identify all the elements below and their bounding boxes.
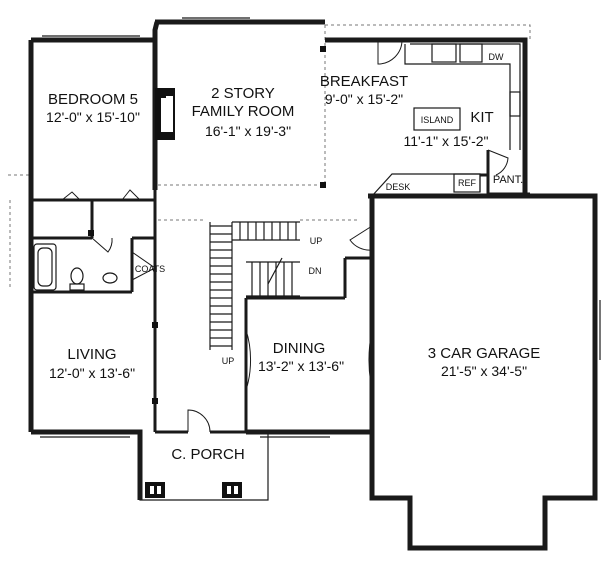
bedroom5-name: BEDROOM 5 [48,91,138,108]
stairs-down: DN [309,266,322,276]
garage-name: 3 CAR GARAGE [428,345,541,362]
family-name-line1: 2 STORY [211,85,275,102]
kitchen-dims: 11'-1" x 15'-2" [403,133,488,149]
doors [61,39,509,433]
island-counter [413,107,461,131]
dining-dims: 13'-2" x 13'-6" [258,358,344,374]
dishwasher-label: DW [489,52,504,62]
living-name: LIVING [67,346,116,363]
windows [40,17,601,438]
island-label: ISLAND [421,115,454,125]
porch-name: C. PORCH [171,446,244,463]
porch [139,432,269,501]
stairs-up-upper: UP [310,236,323,246]
bath-fixtures [33,243,118,291]
bedroom5-dims: 12'-0" x 15'-10" [46,109,140,125]
refrigerator-label: REF [458,178,477,188]
stairs-up-lower: UP [222,356,235,366]
stair-tread [267,257,283,285]
kitchen-name: KIT [470,109,493,126]
living-dims: 12'-0" x 13'-6" [49,365,135,381]
coats-label: COATS [135,264,165,274]
breakfast-dims: 9'-0" x 15'-2" [325,91,403,107]
garage-dims: 21'-5" x 34'-5" [441,363,527,379]
fireplace [155,88,175,140]
pantry-label: PANT. [493,174,523,186]
desk-label: DESK [386,182,411,192]
columns [88,46,326,404]
family-name-line2: FAMILY ROOM [192,103,295,120]
family-dims: 16'-1" x 19'-3" [205,123,291,139]
kitchen-counters [371,43,521,197]
dashed-guides [8,24,531,290]
stairs [209,221,300,350]
breakfast-name: BREAKFAST [320,73,408,90]
dining-name: DINING [273,340,326,357]
